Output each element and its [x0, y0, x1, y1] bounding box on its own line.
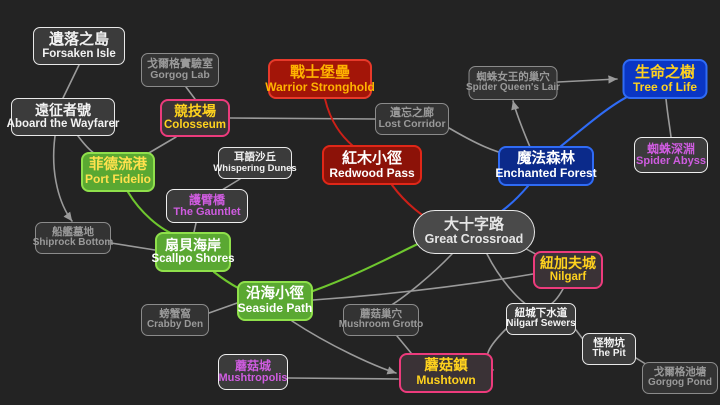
node-label-cn: 護臂橋 — [188, 192, 225, 207]
node-label-cn: 蘑菇城 — [234, 358, 271, 373]
node-label-cn: 蜘蛛女王的巢穴 — [476, 71, 550, 84]
node-label-cn: 蘑菇鎮 — [424, 357, 468, 374]
node-label-en: Great Crossroad — [424, 232, 524, 247]
node-label-cn: 戈爾格實驗室 — [147, 57, 213, 70]
node-label-en: Colosseum — [164, 119, 226, 132]
node-label-cn: 遠征者號 — [35, 102, 91, 119]
node-label-cn: 紅木小徑 — [341, 149, 402, 167]
map-edge — [185, 86, 196, 100]
node-label-cn: 怪物坑 — [593, 337, 625, 350]
node-label-cn: 耳語沙丘 — [234, 151, 276, 164]
node-label-en: Seaside Path — [237, 301, 313, 316]
node-label-en: Mushroom Grotto — [338, 319, 424, 331]
map-edge — [557, 75, 618, 84]
node-label-en: Gorgog Lab — [150, 69, 210, 82]
map-edge — [389, 253, 453, 307]
map-edge — [311, 240, 424, 293]
node-label-cn: 競技場 — [174, 103, 216, 120]
node-label-cn: 紐加夫城 — [540, 255, 596, 272]
node-label-en: Spider Queen's Lair — [465, 82, 561, 94]
node-label-en: Nilgarf Sewers — [506, 318, 576, 330]
node-label-en: The Gauntlet — [173, 205, 241, 218]
map-edge — [324, 98, 354, 147]
node-label-cn: 生命之樹 — [634, 63, 695, 81]
node-label-cn: 大十字路 — [443, 216, 504, 234]
node-label-en: Lost Corridor — [378, 118, 446, 131]
map-edge — [665, 98, 672, 138]
node-label-cn: 蜘蛛深淵 — [646, 141, 695, 156]
map-edge — [486, 253, 533, 309]
node-label-en: Forsaken Isle — [42, 47, 116, 60]
node-label-cn: 船艦墓地 — [52, 226, 94, 239]
node-label-cn: 扇貝海岸 — [165, 237, 221, 254]
map-edge — [62, 64, 80, 99]
node-label-en: Aboard the Wayfarer — [6, 118, 120, 131]
node-label-cn: 螃蟹窩 — [159, 308, 191, 321]
node-label-en: Whispering Dunes — [213, 162, 297, 174]
node-label-cn: 紐城下水道 — [514, 307, 568, 320]
map-edge — [511, 100, 531, 148]
map-edge — [208, 301, 241, 314]
map-edge — [110, 242, 156, 251]
map-edge — [312, 273, 534, 301]
map-edge — [287, 377, 399, 380]
node-label-en: The Pit — [592, 348, 626, 360]
node-label-cn: 菲德流港 — [89, 156, 147, 173]
map-edge — [193, 222, 197, 233]
node-label-en: Scallpo Shores — [151, 253, 235, 266]
node-label-en: Gorgog Pond — [648, 377, 712, 389]
node-label-cn: 戈爾格池塘 — [653, 366, 707, 379]
node-label-en: Mushtown — [416, 373, 476, 388]
node-label-cn: 遺落之島 — [48, 30, 109, 48]
node-label-cn: 遺忘之廊 — [390, 106, 434, 119]
node-label-cn: 沿海小徑 — [246, 285, 304, 302]
node-label-en: Enchanted Forest — [495, 166, 597, 181]
node-label-en: Spider Abyss — [636, 154, 706, 167]
node-label-en: Warrior Stronghold — [265, 79, 375, 94]
node-label-en: Shiprock Bottom — [32, 237, 114, 249]
map-edge — [558, 91, 637, 149]
node-label-en: Tree of Life — [632, 79, 697, 94]
node-label-en: Redwood Pass — [329, 165, 415, 180]
node-label-en: Crabby Den — [146, 319, 204, 331]
node-label-en: Nilgarf — [549, 271, 587, 284]
node-label-cn: 魔法森林 — [517, 150, 575, 167]
node-label-cn: 戰士堡壘 — [289, 63, 350, 81]
map-edge — [52, 135, 73, 222]
node-label-cn: 蘑菇巢穴 — [360, 308, 402, 321]
node-label-en: Mushtropolis — [218, 371, 288, 384]
map-edge — [229, 117, 376, 120]
node-label-en: Port Fidelio — [85, 172, 151, 187]
